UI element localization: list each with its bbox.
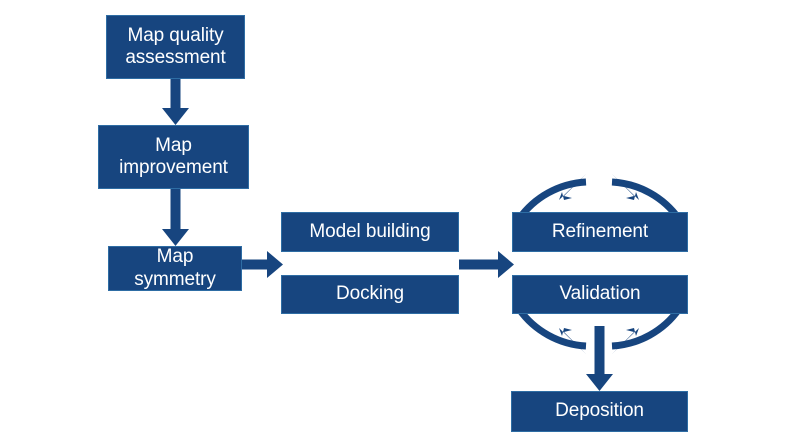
arrow-cycle-to-deposition <box>585 326 614 392</box>
node-label: Deposition <box>555 400 644 422</box>
node-map-symmetry[interactable]: Map symmetry <box>108 246 242 291</box>
node-map-quality-assessment[interactable]: Map quality assessment <box>106 15 245 79</box>
cycle-arrowhead-bottom-right <box>612 328 639 354</box>
arrow-building-to-refinement <box>459 250 515 279</box>
cycle-arc-bottom-left <box>516 306 587 350</box>
node-label: Validation <box>559 283 641 305</box>
node-refinement[interactable]: Refinement <box>512 212 688 252</box>
node-model-building[interactable]: Model building <box>281 212 459 252</box>
node-map-improvement[interactable]: Map improvement <box>98 125 249 189</box>
node-label: Model building <box>309 220 431 242</box>
cycle-arrowhead-top-right <box>612 174 639 200</box>
node-validation[interactable]: Validation <box>512 275 688 314</box>
node-label: Map improvement <box>119 134 228 178</box>
arrow-quality-to-improvement <box>161 78 190 126</box>
arrow-symmetry-to-building <box>240 250 284 279</box>
cycle-arrowhead-bottom-left <box>559 328 586 354</box>
node-docking[interactable]: Docking <box>281 275 459 314</box>
node-deposition[interactable]: Deposition <box>511 391 688 432</box>
node-label: Map symmetry <box>134 246 216 290</box>
node-label: Docking <box>336 283 404 305</box>
cycle-arc-bottom-right <box>611 306 682 350</box>
node-label: Map quality assessment <box>125 24 226 68</box>
node-label: Refinement <box>551 220 649 242</box>
arrow-improvement-to-symmetry <box>161 188 190 247</box>
cycle-arrowhead-top-left <box>559 174 586 200</box>
